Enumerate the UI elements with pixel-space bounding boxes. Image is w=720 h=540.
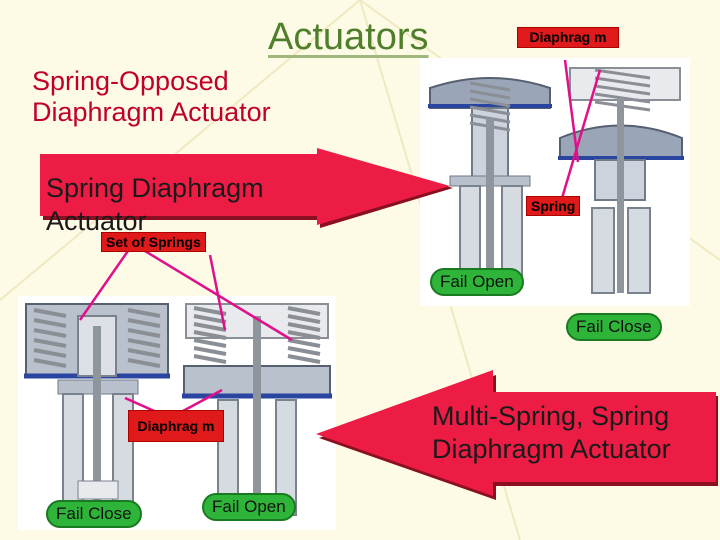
- fail-open-pill-right: Fail Open: [430, 268, 524, 296]
- spring-label: Spring: [526, 196, 581, 216]
- arrow-right-shape: [40, 148, 453, 228]
- arrow-right-label: Spring Diaphragm Actuator: [46, 173, 264, 236]
- diaphragm-label-bottom: Diaphrag m: [128, 410, 224, 442]
- spring-icon-2: [594, 68, 651, 112]
- fail-open-pill-left: Fail Open: [202, 493, 296, 521]
- right-actuator-image: [420, 58, 690, 306]
- arrow-left-label: Multi-Spring, Spring Diaphragm Actuator: [432, 401, 671, 464]
- spring-icon: [469, 81, 511, 132]
- set-of-springs-label: Set of Springs: [101, 232, 206, 252]
- diaphragm-label-top: Diaphrag m: [517, 27, 619, 48]
- arrow-left-shape: [316, 370, 718, 500]
- multi-spring-icon-2: [193, 306, 321, 364]
- slide-subtitle: Spring-Opposed Diaphragm Actuator: [32, 66, 271, 127]
- multi-spring-icon: [33, 308, 161, 368]
- slide-title: Actuators: [268, 16, 429, 58]
- fail-close-pill-left: Fail Close: [46, 500, 142, 528]
- fail-close-pill-right: Fail Close: [566, 313, 662, 341]
